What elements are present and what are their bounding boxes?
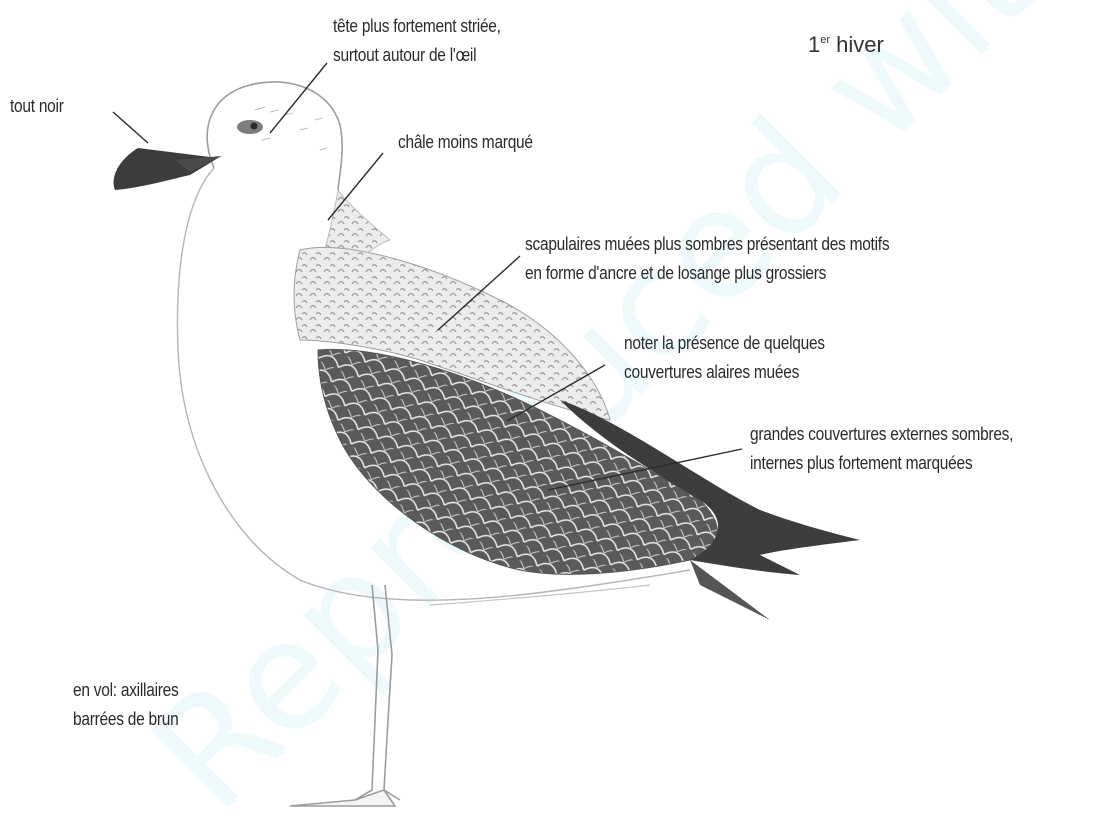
season-ordinal: er [820,34,830,46]
label-coverts: noter la présence de quelques couverture… [624,329,825,387]
label-line: noter la présence de quelques [624,329,825,358]
legs [290,585,400,806]
gull-head-outline [207,82,342,190]
label-line: châle moins marqué [398,128,533,157]
label-line: tout noir [10,92,64,121]
label-line: en forme d'ancre et de losange plus gros… [525,259,889,288]
eye [237,120,263,134]
label-bill: tout noir [10,92,64,121]
label-scapulars: scapulaires muées plus sombres présentan… [525,230,889,288]
leader-bill [113,112,148,143]
label-line: grandes couvertures externes sombres, [750,420,1013,449]
label-line: internes plus fortement marquées [750,449,1013,478]
label-shawl: châle moins marqué [398,128,533,157]
label-head: tête plus fortement striée, surtout auto… [333,12,501,70]
label-line: tête plus fortement striée, [333,12,501,41]
label-line: surtout autour de l'œil [333,41,501,70]
label-line: scapulaires muées plus sombres présentan… [525,230,889,259]
season-number: 1 [808,32,820,57]
label-line: couvertures alaires muées [624,358,825,387]
label-flight: en vol: axillaires barrées de brun [73,676,178,734]
label-line: barrées de brun [73,705,178,734]
season-word: hiver [836,32,884,57]
label-line: en vol: axillaires [73,676,178,705]
label-greater-coverts: grandes couvertures externes sombres, in… [750,420,1013,478]
season-title: 1er hiver [808,32,884,58]
